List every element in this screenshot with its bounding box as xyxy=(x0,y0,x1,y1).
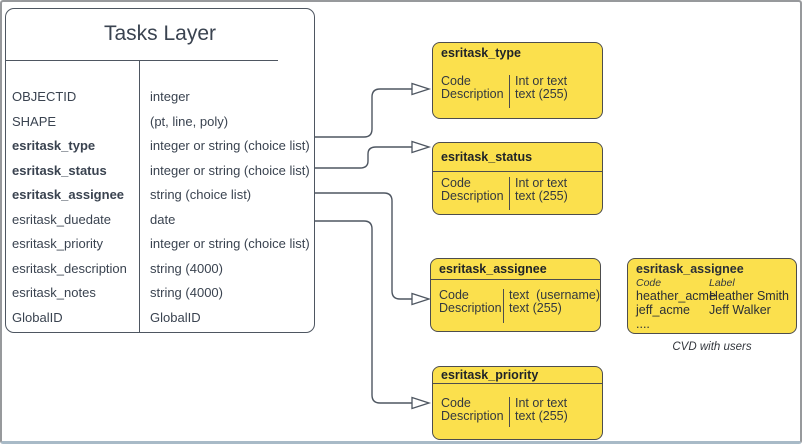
cvd-code: .... xyxy=(636,317,650,331)
domain-field: Code xyxy=(441,396,471,410)
domain-type: text (255) xyxy=(515,409,568,423)
domain-title: esritask_status xyxy=(441,150,533,164)
domain-type-column: Int or text text (255) xyxy=(509,75,602,108)
domain-type: Int or text xyxy=(515,396,568,410)
cvd-users-box: esritask_assignee Code Label heather_acm… xyxy=(627,258,797,334)
table-row: esritask_description string (4000) xyxy=(6,257,314,282)
domain-box-esritask-type: esritask_type Code Description Int or te… xyxy=(432,42,603,119)
field-type: integer xyxy=(150,89,190,104)
domain-type-column: text (username) text (255) xyxy=(502,288,600,323)
domain-field: Description xyxy=(439,301,502,315)
domain-type-column: Int or text text (255) xyxy=(509,177,602,210)
field-type: (pt, line, poly) xyxy=(150,113,229,129)
field-name: OBJECTID xyxy=(12,89,77,104)
field-type: integer or string (choice list) xyxy=(150,162,310,178)
domain-type: text (255) xyxy=(515,87,568,101)
cvd-label: Heather Smith xyxy=(709,289,789,303)
cvd-code: heather_acme xyxy=(636,289,716,303)
domain-type: Int or text xyxy=(515,74,568,88)
domain-box-esritask-assignee: esritask_assignee Code Description text … xyxy=(430,258,601,332)
field-type: GlobalID xyxy=(150,309,201,325)
domain-field: Description xyxy=(441,409,504,423)
domain-body: Code Description text (username) text (2… xyxy=(431,279,600,323)
domain-field: Description xyxy=(441,87,504,101)
table-row: esritask_status integer or string (choic… xyxy=(6,159,314,184)
connector-esritask-type xyxy=(315,88,412,138)
field-type: string (4000) xyxy=(150,285,223,300)
field-name: SHAPE xyxy=(12,113,57,129)
table-row: esritask_notes string (4000) xyxy=(6,281,314,306)
domain-box-esritask-priority: esritask_priority Code Description Int o… xyxy=(432,366,603,440)
domain-title: esritask_assignee xyxy=(439,262,547,276)
domain-box-esritask-status: esritask_status Code Description Int or … xyxy=(432,142,603,215)
domain-field: Code xyxy=(439,288,469,302)
domain-field: Code xyxy=(441,176,471,190)
field-name: esritask_assignee xyxy=(12,187,125,202)
open-arrowhead-status xyxy=(411,140,432,154)
field-name: esritask_type xyxy=(12,138,96,153)
field-name: esritask_duedate xyxy=(12,211,112,227)
table-row: esritask_duedate date xyxy=(6,208,314,233)
domain-type-column: Int or text text (255) xyxy=(509,397,602,427)
cvd-code: jeff_acme xyxy=(636,303,690,317)
domain-field-column: Code Description xyxy=(433,75,509,108)
domain-type: text (username) xyxy=(508,288,600,302)
field-name: esritask_description xyxy=(12,260,127,276)
table-header-rule xyxy=(6,60,278,61)
field-name: esritask_status xyxy=(12,162,107,178)
domain-body: Code Description Int or text text (255) xyxy=(433,171,602,210)
domain-title: esritask_type xyxy=(441,46,521,60)
field-name: esritask_priority xyxy=(12,236,104,251)
field-type: integer or string (choice list) xyxy=(150,236,310,251)
cvd-label xyxy=(709,317,790,331)
cvd-title: esritask_assignee xyxy=(636,262,744,276)
field-type: string (choice list) xyxy=(150,187,252,202)
cvd-grid: Code Label heather_acme Heather Smith je… xyxy=(636,277,790,331)
cvd-label: Jeff Walker xyxy=(709,303,771,317)
table-title: Tasks Layer xyxy=(103,22,217,45)
cvd-column-header-code: Code xyxy=(636,277,662,289)
table-row: esritask_type integer or string (choice … xyxy=(6,134,314,159)
domain-title: esritask_priority xyxy=(441,368,539,382)
table-row: esritask_assignee string (choice list) xyxy=(6,183,314,208)
domain-field-column: Code Description xyxy=(433,397,509,427)
connector-esritask-priority xyxy=(315,220,412,404)
field-type: date xyxy=(150,211,176,227)
connector-esritask-assignee xyxy=(315,192,412,300)
domain-type: text (255) xyxy=(508,301,562,315)
cvd-caption: CVD with users xyxy=(672,341,752,353)
field-type: string (4000) xyxy=(150,260,223,276)
field-type: integer or string (choice list) xyxy=(150,138,310,153)
open-arrowhead-assignee xyxy=(411,292,432,306)
tasks-layer-table: Tasks Layer OBJECTID integer SHAPE (pt, … xyxy=(5,8,315,333)
field-name: GlobalID xyxy=(12,309,63,325)
domain-field: Description xyxy=(441,189,504,203)
table-row: SHAPE (pt, line, poly) xyxy=(6,110,314,135)
domain-type: text (255) xyxy=(515,189,568,203)
table-row: OBJECTID integer xyxy=(6,85,314,110)
table-column-divider xyxy=(139,60,140,332)
open-arrowhead-priority xyxy=(411,396,432,410)
domain-type: Int or text xyxy=(515,176,568,190)
table-row: GlobalID GlobalID xyxy=(6,306,314,331)
field-name: esritask_notes xyxy=(12,285,96,300)
domain-body: Code Description Int or text text (255) xyxy=(433,383,602,427)
table-row: esritask_priority integer or string (cho… xyxy=(6,232,314,257)
domain-body: Code Description Int or text text (255) xyxy=(433,63,602,108)
domain-field-column: Code Description xyxy=(433,177,509,210)
connector-esritask-status xyxy=(315,146,412,169)
cvd-column-header-label: Label xyxy=(709,277,735,289)
table-rows: OBJECTID integer SHAPE (pt, line, poly) … xyxy=(6,85,314,330)
open-arrowhead-type xyxy=(411,82,432,96)
domain-field: Code xyxy=(441,74,471,88)
domain-field-column: Code Description xyxy=(431,289,503,323)
